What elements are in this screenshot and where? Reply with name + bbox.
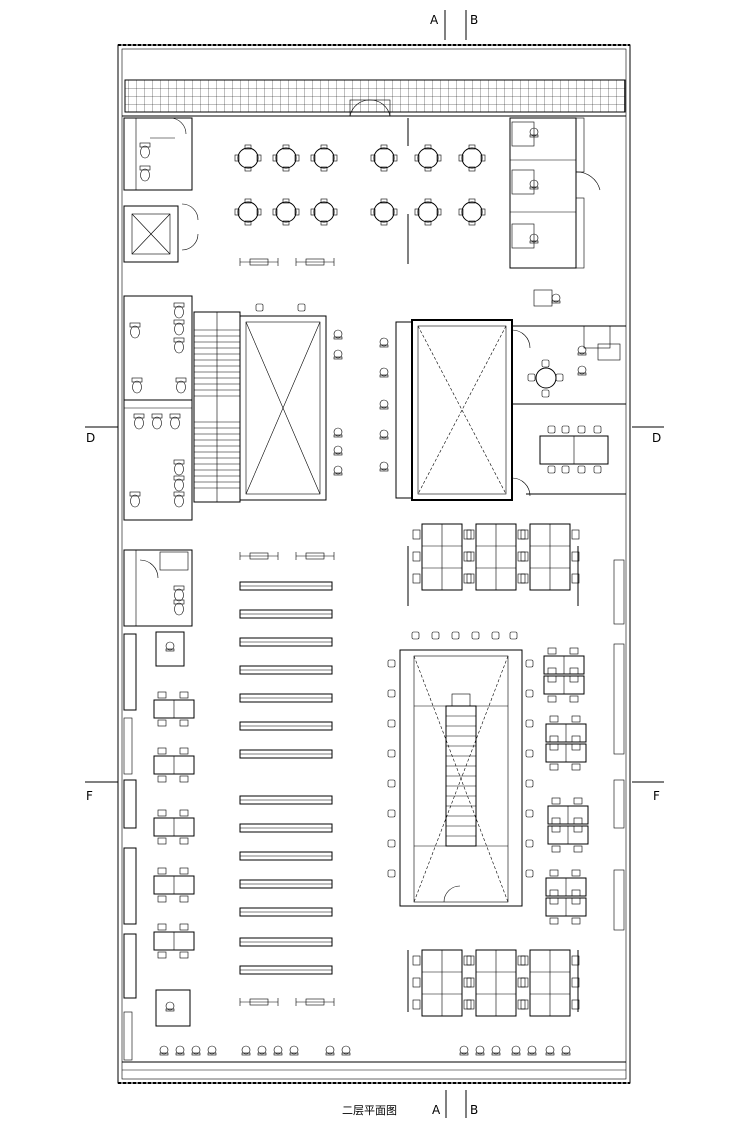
atrium-void-left [239,303,343,501]
atrium-void-right [379,319,513,501]
study-desk-blocks-upper [407,523,580,1017]
section-label-d-left: D [86,431,95,445]
terrace-grid-band [122,79,626,117]
drawing-title: 二层平面图 [342,1104,397,1117]
section-label-f-right: F [653,789,660,803]
left-window-strips [123,633,137,1061]
main-stair-left [193,311,241,503]
restroom-core-middle [123,295,193,521]
office-cubicles-top-right [509,117,626,405]
section-label-a-bottom: A [432,1103,441,1117]
section-label-b-top: B [470,13,478,27]
bottom-seating-row [159,1045,571,1056]
restroom-core-top [123,117,199,263]
right-column-desks [543,559,625,931]
central-escalator-atrium [387,631,534,907]
section-mark-ab-bottom: A B [432,1090,478,1118]
section-label-d-right: D [652,431,661,445]
section-label-b-bottom: B [470,1103,478,1117]
restroom-core-bottom [123,549,193,627]
meeting-room-right [511,425,626,497]
section-label-a-top: A [430,13,439,27]
section-label-f-left: F [86,789,93,803]
round-table-group-top [234,118,486,267]
left-column-desks [153,631,195,1027]
building-outline [117,44,631,1084]
section-mark-d: D D [85,426,664,445]
section-mark-ab-top: A B [430,10,478,40]
bottom-band [122,1061,626,1071]
bookshelf-rows [239,551,335,1007]
section-mark-f: F F [85,781,664,803]
